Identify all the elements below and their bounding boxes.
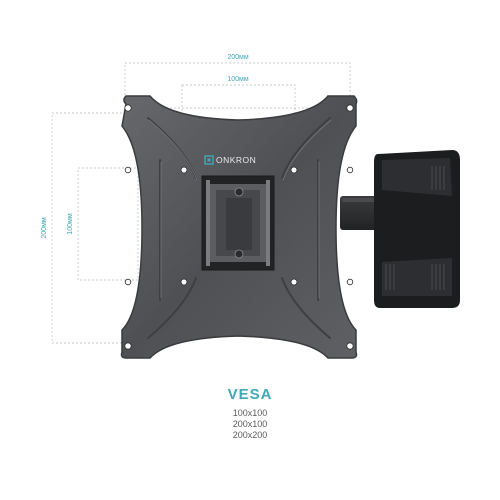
hole-mid-low-right xyxy=(346,278,354,286)
vesa-title: VESA xyxy=(227,386,273,403)
onkron-logo: ONKRON xyxy=(204,155,256,165)
bracket-slot-right xyxy=(266,180,270,266)
upper-grip xyxy=(431,166,445,190)
wall-plate-upper-cap xyxy=(382,158,452,196)
hole-inner-bottom-right xyxy=(290,278,298,286)
inner-height-guide xyxy=(77,167,139,281)
hole-inner-top-left xyxy=(180,166,188,174)
outer-height-guide xyxy=(51,112,143,344)
inner-height-label: 100мм xyxy=(67,213,74,234)
vesa-size-item: 200x200 xyxy=(232,430,268,440)
vesa-size-item: 200x100 xyxy=(232,419,268,429)
hole-mid-right xyxy=(346,166,354,174)
outer-width-guide xyxy=(124,62,351,109)
vesa-plate: ONKRON xyxy=(120,95,358,359)
vesa-size-item: 100x100 xyxy=(232,408,268,418)
inner-width-label: 100мм xyxy=(227,76,248,83)
hole-inner-top-right xyxy=(290,166,298,174)
bracket-slot-left xyxy=(206,180,210,266)
plate-groove-highlights xyxy=(148,119,332,299)
hole-inner-bottom-left xyxy=(180,278,188,286)
logo-mark xyxy=(204,155,214,165)
outer-height-label: 200мм xyxy=(41,217,48,238)
bracket-bolt-bottom xyxy=(234,249,244,259)
hole-outer-bottom-left xyxy=(124,342,132,350)
hole-outer-top-right xyxy=(346,104,354,112)
wall-plate-lower-cap xyxy=(382,258,452,296)
mounting-holes xyxy=(124,104,354,350)
hole-mid-left xyxy=(124,166,132,174)
swing-arm xyxy=(340,150,460,308)
vesa-size-list: 100x100 200x100 200x200 xyxy=(0,408,500,441)
hole-outer-bottom-right xyxy=(346,342,354,350)
hole-outer-top-left xyxy=(124,104,132,112)
bracket-center xyxy=(226,198,252,250)
outer-width-label: 200мм xyxy=(227,54,248,61)
lower-grip xyxy=(385,264,445,290)
brand-name: ONKRON xyxy=(216,155,256,165)
tilt-bracket xyxy=(201,175,275,271)
hole-mid-low-left xyxy=(124,278,132,286)
bracket-bolt-top xyxy=(234,187,244,197)
